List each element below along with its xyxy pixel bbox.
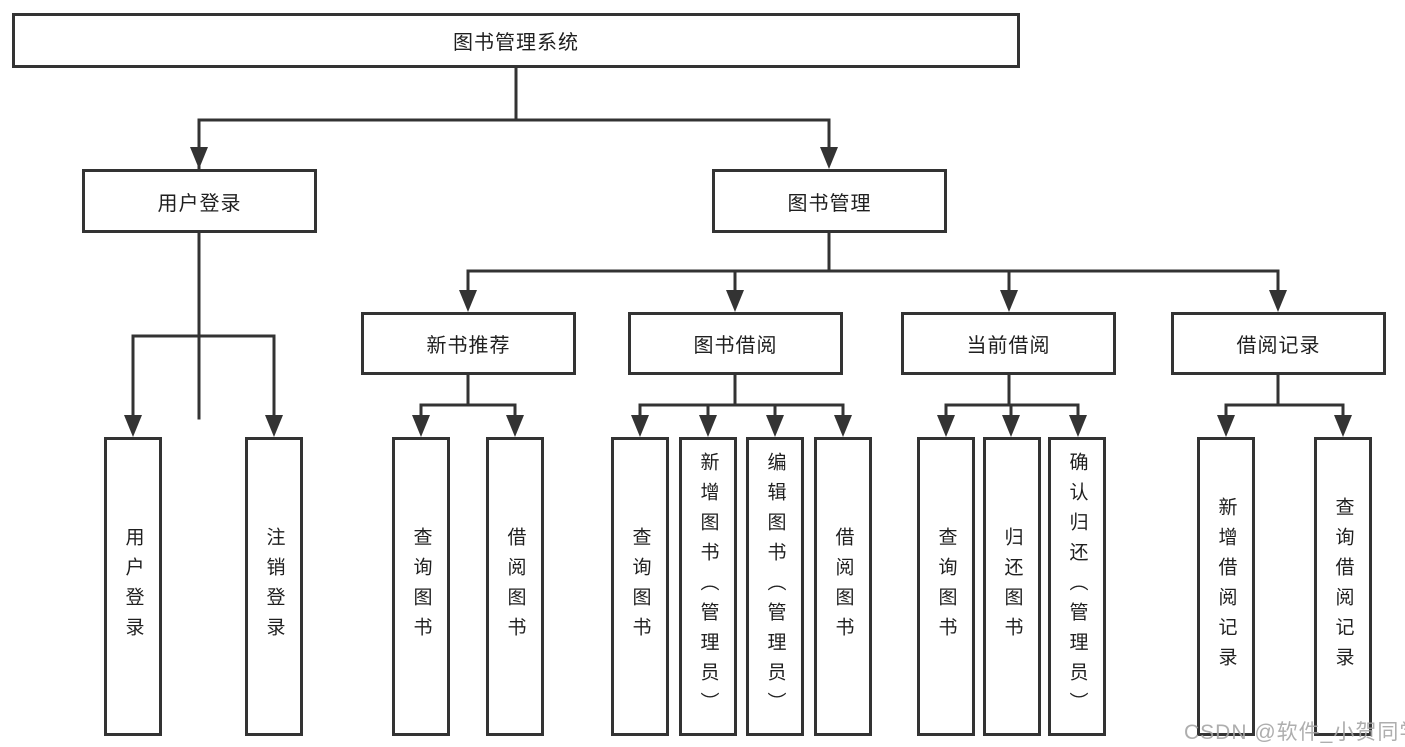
leaf-label: 用户登录 — [122, 526, 144, 647]
leaf-label: 查询借阅记录 — [1332, 496, 1354, 677]
node-book-management: 图书管理 — [712, 169, 947, 233]
node-label: 图书借阅 — [693, 335, 778, 357]
node-current-borrow: 当前借阅 — [901, 312, 1116, 375]
leaf-logout: 注销登录 — [245, 437, 303, 736]
leaf-label: 查询图书 — [410, 526, 432, 647]
leaf-borrow-query-books: 查询图书 — [611, 437, 669, 736]
node-user-login: 用户登录 — [82, 169, 317, 233]
node-library-management-system: 图书管理系统 — [12, 13, 1020, 68]
leaf-return-books: 归还图书 — [983, 437, 1041, 736]
leaf-label: 新增图书（管理员） — [697, 451, 719, 722]
leaf-recommend-query-books: 查询图书 — [392, 437, 450, 736]
csdn-watermark: CSDN @软件_小贺同学 — [1184, 721, 1405, 744]
node-book-borrow: 图书借阅 — [628, 312, 843, 375]
leaf-current-query-books: 查询图书 — [917, 437, 975, 736]
node-new-book-recommend: 新书推荐 — [361, 312, 576, 375]
leaf-label: 编辑图书（管理员） — [764, 451, 786, 722]
leaf-label: 新增借阅记录 — [1215, 496, 1237, 677]
leaf-label: 注销登录 — [263, 526, 285, 647]
node-label: 当前借阅 — [966, 335, 1051, 357]
leaf-user-login: 用户登录 — [104, 437, 162, 736]
leaf-label: 借阅图书 — [504, 526, 526, 647]
leaf-query-borrow-record: 查询借阅记录 — [1314, 437, 1372, 736]
node-borrow-records: 借阅记录 — [1171, 312, 1386, 375]
leaf-label: 借阅图书 — [832, 526, 854, 647]
leaf-label: 查询图书 — [629, 526, 651, 647]
node-label: 图书管理 — [787, 192, 872, 215]
node-label: 借阅记录 — [1236, 335, 1321, 357]
leaf-label: 确认归还（管理员） — [1066, 451, 1088, 722]
leaf-recommend-borrow-books: 借阅图书 — [486, 437, 544, 736]
leaf-add-books-admin: 新增图书（管理员） — [679, 437, 737, 736]
leaf-borrow-books: 借阅图书 — [814, 437, 872, 736]
node-label: 图书管理系统 — [453, 32, 579, 54]
node-label: 用户登录 — [157, 192, 242, 215]
leaf-edit-books-admin: 编辑图书（管理员） — [746, 437, 804, 736]
leaf-add-borrow-record: 新增借阅记录 — [1197, 437, 1255, 736]
leaf-label: 归还图书 — [1001, 526, 1023, 647]
leaf-label: 查询图书 — [935, 526, 957, 647]
leaf-confirm-return-admin: 确认归还（管理员） — [1048, 437, 1106, 736]
node-label: 新书推荐 — [426, 335, 511, 357]
arrowheads — [124, 147, 1352, 437]
